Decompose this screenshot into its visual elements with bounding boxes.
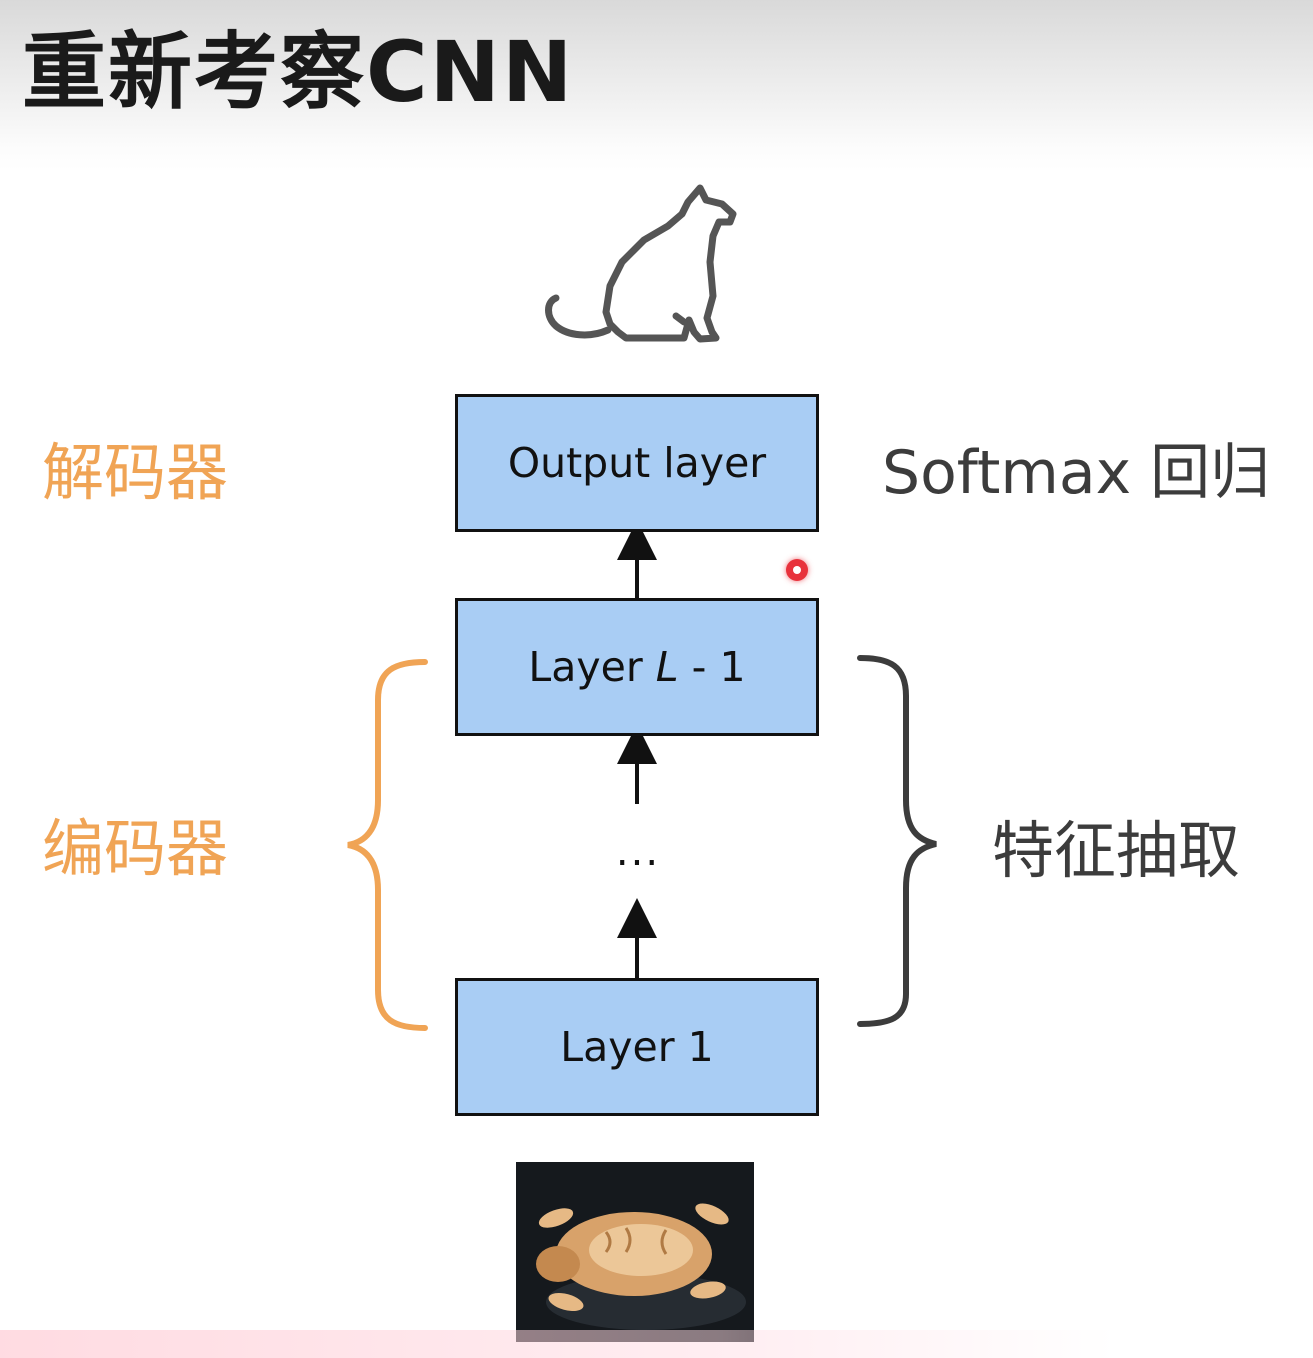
layer-l-minus-1-label: Layer L - 1 <box>528 643 746 691</box>
cat-photo <box>516 1162 754 1342</box>
encoder-label: 编码器 <box>42 812 229 885</box>
output-layer-label: Output layer <box>507 439 767 487</box>
encoder-brace <box>347 659 428 1031</box>
caption-strip <box>0 1330 1313 1358</box>
layer-l-minus-1-box: Layer L - 1 <box>455 598 819 736</box>
pointer-dot <box>786 559 808 581</box>
layer-1-box: Layer 1 <box>455 978 819 1116</box>
layer-1-label: Layer 1 <box>560 1023 714 1071</box>
slide-title: 重新考察CNN <box>22 23 575 121</box>
feature-brace <box>857 655 937 1027</box>
ellipsis: ... <box>615 829 661 875</box>
title-bar: 重新考察CNN <box>0 0 1313 170</box>
feature-extraction-label: 特征抽取 <box>992 814 1241 887</box>
output-layer-box: Output layer <box>455 394 819 532</box>
decoder-label: 解码器 <box>42 436 229 509</box>
cat-silhouette-icon <box>545 184 737 343</box>
softmax-label: Softmax 回归 <box>882 438 1271 508</box>
